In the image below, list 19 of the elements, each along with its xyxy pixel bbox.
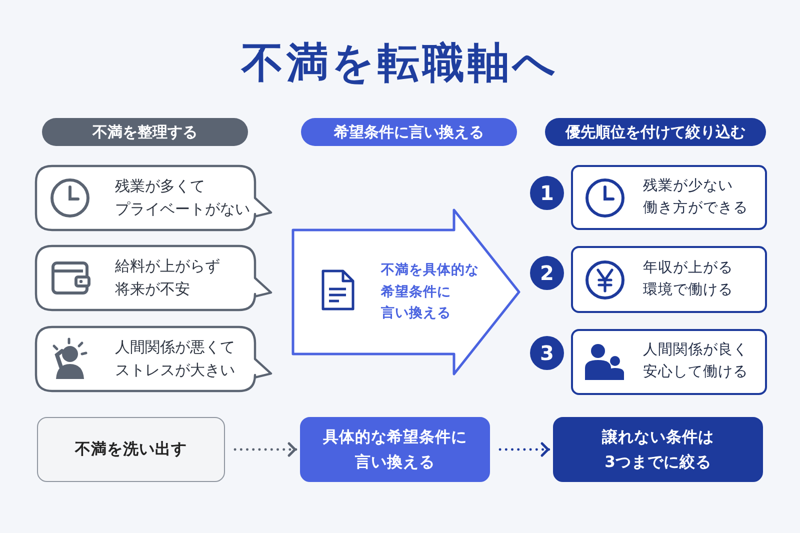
number-circle: 1 xyxy=(530,176,564,210)
card-text: 年収が上がる環境で働ける xyxy=(643,258,733,300)
step-box: 譲れない条件は3つまでに絞る xyxy=(553,417,763,482)
step-box: 不満を洗い出す xyxy=(37,417,225,482)
card-text: 残業が少ない働き方ができる xyxy=(643,176,748,218)
step-box: 具体的な希望条件に言い換える xyxy=(300,417,490,482)
dotted-arrow xyxy=(498,442,550,457)
header-pill: 希望条件に言い換える xyxy=(301,118,517,146)
bubble-text: 人間関係が悪くてストレスが大きい xyxy=(115,337,235,382)
arrow-text: 不満を具体的な希望条件に言い換える xyxy=(381,261,479,324)
bubble-text: 給料が上がらず将来が不安 xyxy=(115,256,220,300)
card-text: 人間関係が良く安心して働ける xyxy=(643,340,748,382)
number-circle: 3 xyxy=(530,336,564,370)
title: 不満を転職軸へ xyxy=(240,37,560,89)
dotted-arrow xyxy=(234,442,298,457)
bubble-text: 残業が多くてプライベートがない xyxy=(115,176,250,220)
number-circle: 2 xyxy=(530,256,564,290)
header-pill: 優先順位を付けて絞り込む xyxy=(545,118,766,146)
header-pill: 不満を整理する xyxy=(42,118,248,146)
